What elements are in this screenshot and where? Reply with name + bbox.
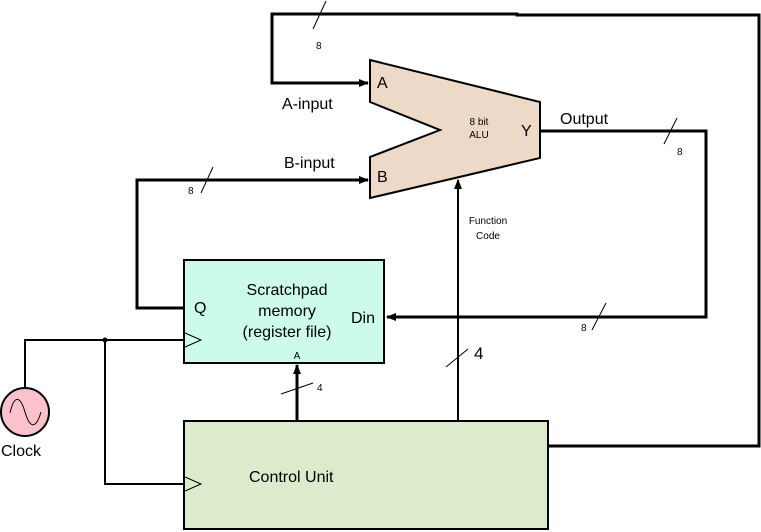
control-unit-block <box>183 420 549 530</box>
b-bus-width-slash <box>200 166 214 194</box>
function-code-label-line1: Function <box>469 216 507 227</box>
address-bus-width-label: 4 <box>317 383 323 394</box>
function-code-label-line2: Code <box>476 231 500 242</box>
output-bus-width-slash <box>663 117 678 145</box>
a-bus-width-label: 8 <box>316 41 322 52</box>
din-bus-width-label: 8 <box>581 323 587 334</box>
scratchpad-port-q: Q <box>194 300 206 317</box>
a-input-bus <box>270 12 761 448</box>
a-bus-width-slash <box>312 0 327 30</box>
output-bus <box>386 129 708 321</box>
function-code-width-slash <box>445 348 469 368</box>
output-label: Output <box>560 111 609 128</box>
clock-wire-control <box>104 340 184 485</box>
control-unit-label: Control Unit <box>249 469 334 486</box>
b-bus-width-label: 8 <box>188 186 194 197</box>
a-input-label: A-input <box>282 96 333 113</box>
alu-block <box>369 58 541 200</box>
b-input-bus <box>135 176 369 310</box>
function-code-width-label: 4 <box>474 344 483 363</box>
address-bus-width-slash <box>280 382 314 395</box>
b-input-label: B-input <box>284 155 335 172</box>
alu-label-line1: 8 bit <box>470 117 489 128</box>
clock-wire-scratchpad <box>24 339 184 388</box>
scratchpad-port-a: A <box>294 351 301 362</box>
sine-wave-icon <box>9 398 42 426</box>
clock-junction <box>102 337 108 343</box>
scratchpad-clock-triangle <box>184 332 203 348</box>
alu-label-line2: ALU <box>469 130 488 141</box>
output-bus-width-label: 8 <box>677 147 683 158</box>
control-unit-clock-triangle <box>184 476 203 492</box>
alu-port-b: B <box>377 169 388 186</box>
din-bus-width-slash <box>591 302 607 331</box>
scratchpad-port-din: Din <box>351 310 375 327</box>
alu-port-y: Y <box>521 123 532 140</box>
alu-port-a: A <box>377 75 388 92</box>
scratchpad-label-line2: memory <box>258 303 316 320</box>
scratchpad-label-line1: Scratchpad <box>247 282 328 299</box>
scratchpad-memory-block <box>183 259 385 364</box>
scratchpad-label-line3: (register file) <box>243 324 332 341</box>
clock-label: Clock <box>1 443 42 460</box>
